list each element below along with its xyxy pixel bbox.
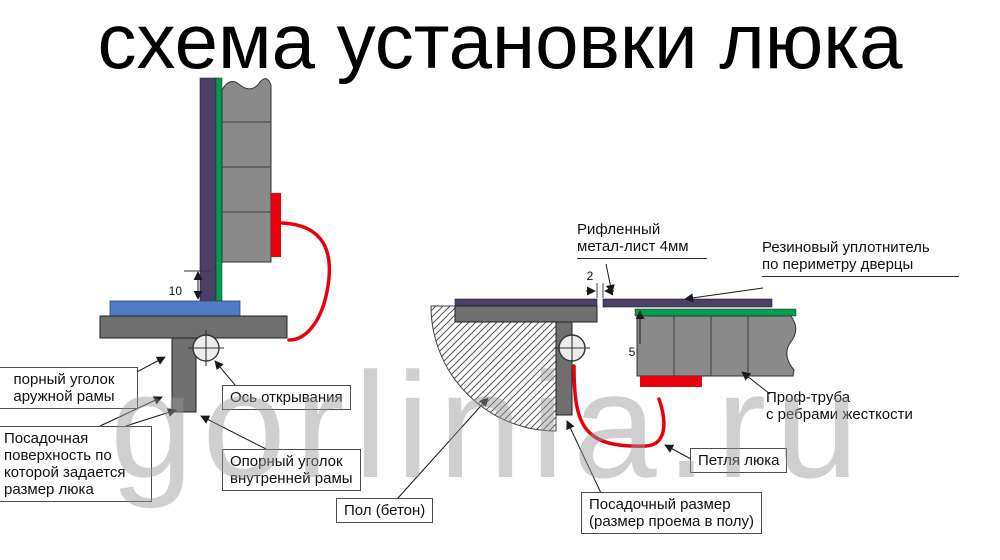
hinge-loop-left [280, 221, 332, 342]
dimension-5: 5 [629, 310, 645, 359]
outer-frame-angle-bar-right [454, 305, 598, 323]
door-seal-strip [215, 77, 223, 302]
riffled-metal-sheet [602, 298, 773, 308]
concrete-floor-hatch [430, 305, 557, 432]
leader-seat-surface-1 [99, 396, 163, 427]
hinge-bracket-left [271, 193, 281, 257]
door-panel-segment-lines [222, 121, 271, 213]
label-seat-size: Посадочный размер (размер проема в полу) [581, 492, 763, 534]
leader-hinge [664, 444, 692, 460]
leader-seal [684, 287, 764, 303]
label-rubber-seal: Резиновый уплотнитель по периметру дверц… [762, 239, 959, 277]
leader-sheet [605, 263, 615, 294]
outer-frame-angle-bar [99, 315, 288, 339]
label-opening-axis: Ось открывания [222, 385, 351, 410]
leader-seat-surface-2 [125, 408, 177, 427]
left-diagram: 10 [99, 77, 332, 450]
frame-seal-strip [454, 298, 598, 307]
dim-2-text: 2 [587, 269, 594, 283]
label-inner-frame-angle: Опорный уголок внутренней рамы [222, 449, 361, 491]
inner-frame-stem [171, 337, 197, 413]
page-title: схема установки люка [97, 0, 903, 85]
dim-10-text: 10 [169, 284, 183, 298]
leader-pipe [741, 371, 771, 395]
label-prof-tube: Проф-труба с ребрами жесткости [766, 389, 913, 423]
hinge-axis-right [554, 330, 590, 366]
dimension-10: 10 [169, 270, 210, 300]
leader-floor [397, 397, 489, 499]
label-riffled-sheet: Рифленный метал-лист 4мм [577, 221, 707, 259]
door-prof-tube-panel [221, 78, 272, 263]
label-outer-frame-angle: порный уголок аружной рамы [0, 367, 138, 409]
prof-tube-segment-lines [673, 316, 749, 376]
door-metal-sheet-edge [199, 77, 217, 302]
mounting-plate [109, 300, 241, 317]
label-hinge: Петля люка [690, 448, 788, 473]
leader-seat-size [566, 420, 602, 494]
label-seat-surface: Посадочная поверхность по которой задает… [0, 426, 152, 502]
leader-inner-angle [200, 415, 267, 450]
hinge-axis-left [188, 330, 224, 366]
right-diagram: 2 5 [397, 263, 797, 499]
dim-5-text: 5 [629, 345, 636, 359]
prof-tube-block [636, 315, 797, 377]
rubber-seal-strip [634, 308, 797, 317]
hinge-bracket-right [640, 376, 702, 387]
hinge-loop-right [572, 364, 666, 448]
label-floor: Пол (бетон) [336, 498, 434, 523]
